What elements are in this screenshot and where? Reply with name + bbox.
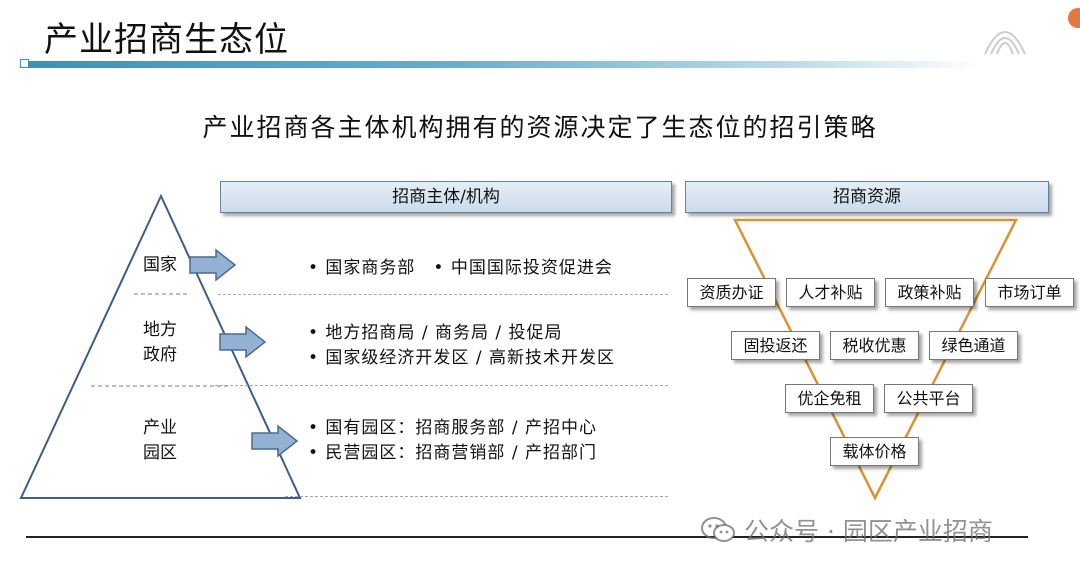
resource-item: 公共平台 — [884, 384, 973, 413]
entity-item: • 民营园区：招商营销部 / 产招部门 — [308, 443, 597, 463]
resource-item: 人才补贴 — [786, 278, 875, 307]
entity-item: • 国有园区：招商服务部 / 产招中心 — [308, 418, 597, 438]
resource-item: 固投返还 — [731, 331, 820, 360]
logo-icon — [984, 31, 1026, 55]
resource-item: 优企免租 — [785, 384, 874, 413]
page-title: 产业招商生态位 — [44, 20, 289, 60]
resource-column-header: 招商资源 — [685, 181, 1049, 213]
tier-label-national: 国家 — [143, 255, 177, 275]
entity-column-header: 招商主体/机构 — [220, 181, 672, 213]
resource-item: 载体价格 — [830, 437, 919, 466]
tier-arrow-icon — [189, 248, 237, 282]
title-underline-bar — [22, 61, 982, 68]
watermark-text: 公众号 · 园区产业招商 — [744, 517, 993, 546]
title-bar-square — [20, 59, 29, 68]
corner-dot — [1068, 8, 1080, 28]
tier-divider — [215, 385, 668, 386]
resource-item: 政策补贴 — [885, 278, 974, 307]
resource-item: 绿色通道 — [929, 331, 1018, 360]
watermark: 公众号 · 园区产业招商 — [700, 513, 1060, 547]
entity-item: • 国家级经济开发区 / 高新技术开发区 — [308, 348, 615, 368]
bottom-rule — [26, 536, 1028, 538]
entity-item: • 地方招商局 / 商务局 / 投促局 — [308, 323, 563, 343]
resource-item: 市场订单 — [985, 278, 1074, 307]
tier-arrow-icon — [251, 424, 299, 458]
tier-divider — [218, 294, 668, 295]
wechat-icon — [701, 517, 735, 542]
diagram-subtitle: 产业招商各主体机构拥有的资源决定了生态位的招引策略 — [202, 113, 878, 142]
resource-item: 税收优惠 — [830, 331, 919, 360]
tier-label-industrial-park: 产业园区 — [143, 418, 177, 463]
resource-item: 资质办证 — [687, 278, 776, 307]
tier-arrow-icon — [219, 325, 267, 359]
entity-item: • 国家商务部 • 中国国际投资促进会 — [308, 258, 613, 278]
tier-label-local-government: 地方政府 — [143, 320, 177, 365]
tier-divider — [285, 496, 668, 497]
